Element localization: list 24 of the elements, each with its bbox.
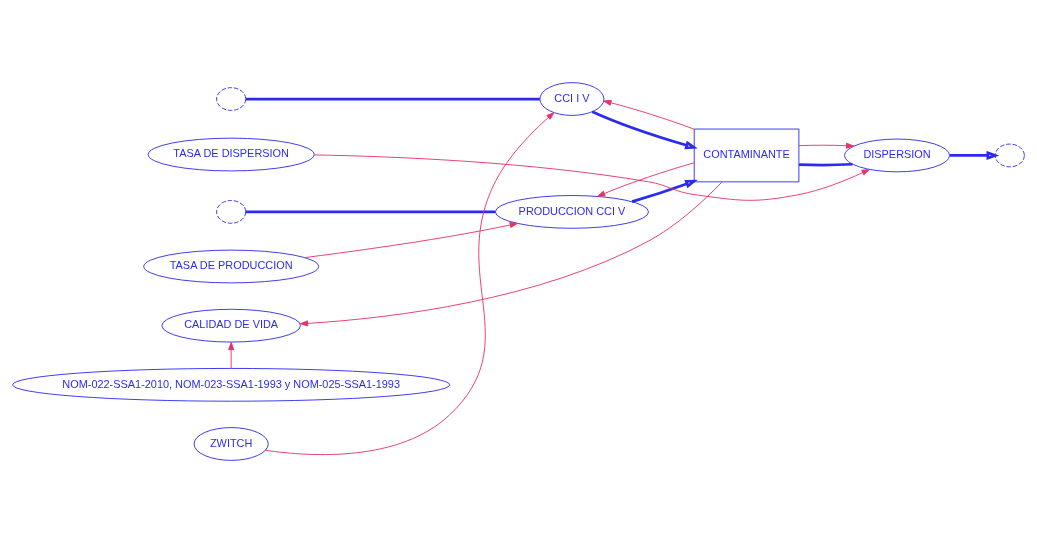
arrow bbox=[591, 109, 698, 149]
node-ellipse: CCI I V bbox=[539, 81, 605, 116]
node-box: CONTAMINANTE bbox=[693, 128, 800, 182]
node-ellipse: NOM-022-SSA1-2010, NOM-023-SSA1-1993 y NOM-025-SSA1-1993 bbox=[12, 367, 451, 402]
arrow bbox=[631, 179, 698, 203]
arrow bbox=[603, 99, 695, 130]
connector bbox=[799, 162, 853, 166]
node-ellipse: CALIDAD DE VIDA bbox=[161, 308, 301, 342]
arrow bbox=[597, 161, 695, 197]
node-ellipse: ZWITCH bbox=[193, 426, 269, 461]
arrow bbox=[264, 111, 555, 455]
arrow bbox=[304, 221, 518, 258]
node-cloud bbox=[994, 143, 1025, 167]
arrow bbox=[228, 341, 235, 369]
connector bbox=[245, 210, 496, 213]
node-cloud bbox=[216, 86, 247, 111]
arrow bbox=[798, 142, 855, 149]
node-ellipse: TASA DE DISPERSION bbox=[147, 137, 315, 171]
arrow bbox=[949, 150, 1000, 160]
node-cloud bbox=[216, 199, 247, 224]
arrow bbox=[299, 181, 723, 326]
node-ellipse: TASA DE PRODUCCION bbox=[143, 249, 320, 283]
arrow bbox=[313, 153, 870, 201]
connector bbox=[245, 97, 540, 100]
